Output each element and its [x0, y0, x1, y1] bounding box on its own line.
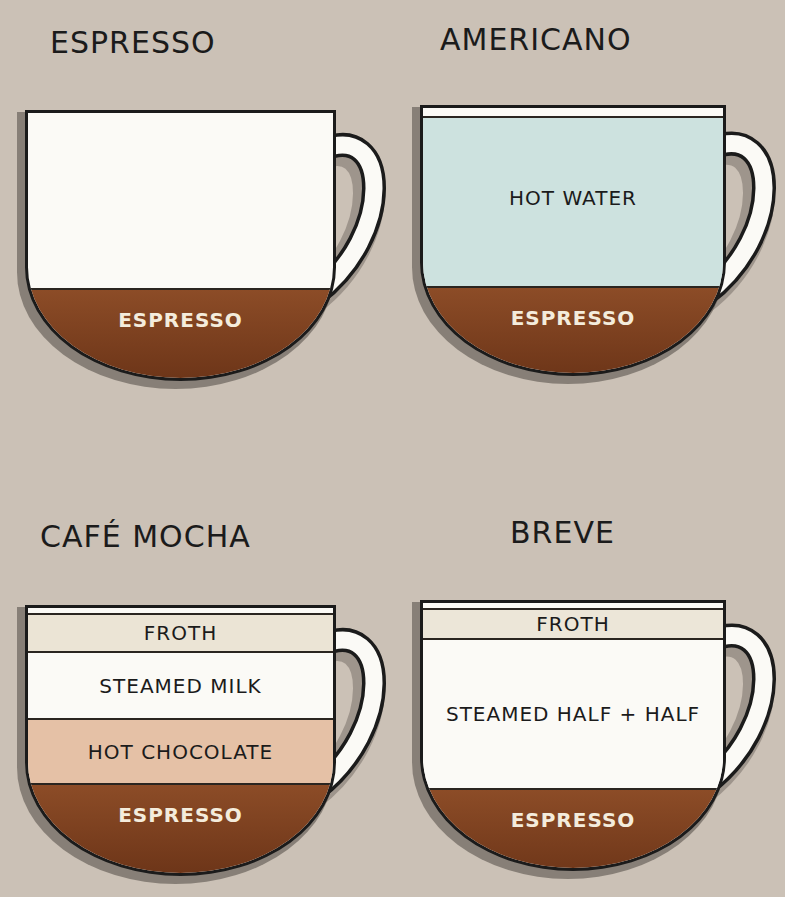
coffee-cup: CAFÉ MOCHA FROTH STEAMED MILK HOT CHOCOLATE… [25, 522, 336, 876]
cup-heading: CAFÉ MOCHA [40, 522, 251, 552]
layer-label: ESPRESSO [118, 308, 243, 332]
ingredient-layer: ESPRESSO [28, 783, 333, 876]
cup-heading: ESPRESSO [50, 28, 216, 58]
cup-body: FROTH STEAMED HALF + HALF ESPRESSO [420, 600, 726, 871]
cup-heading: BREVE [510, 518, 615, 548]
ingredient-layer: ESPRESSO [28, 288, 333, 381]
layer-label: FROTH [536, 612, 609, 636]
layer-label: ESPRESSO [118, 803, 243, 827]
cup-body: FROTH STEAMED MILK HOT CHOCOLATE ESPRESSO [25, 605, 336, 876]
ingredient-layer: HOT WATER [423, 116, 723, 286]
coffee-cup: ESPRESSO ESPRESSO [25, 28, 336, 381]
ingredient-layer: FROTH [28, 613, 333, 651]
layer-label: HOT CHOCOLATE [88, 740, 273, 764]
layer-label: ESPRESSO [511, 306, 636, 330]
ingredient-layer: HOT CHOCOLATE [28, 718, 333, 783]
coffee-cup: AMERICANO HOT WATER ESPRESSO [420, 25, 726, 376]
ingredient-layer: STEAMED MILK [28, 651, 333, 718]
coffee-cup: BREVE FROTH STEAMED HALF + HALF ESPRESSO [420, 518, 726, 871]
layer-label: FROTH [144, 621, 217, 645]
ingredient-layer: ESPRESSO [423, 286, 723, 376]
layer-label: STEAMED MILK [99, 674, 261, 698]
ingredient-layer: FROTH [423, 608, 723, 638]
layer-label: STEAMED HALF + HALF [446, 702, 700, 726]
ingredient-layer: ESPRESSO [423, 788, 723, 871]
ingredient-layer: STEAMED HALF + HALF [423, 638, 723, 788]
layer-label: HOT WATER [509, 186, 637, 210]
cup-heading: AMERICANO [440, 25, 632, 55]
cup-body: ESPRESSO [25, 110, 336, 381]
layer-label: ESPRESSO [511, 808, 636, 832]
cup-body: HOT WATER ESPRESSO [420, 105, 726, 376]
